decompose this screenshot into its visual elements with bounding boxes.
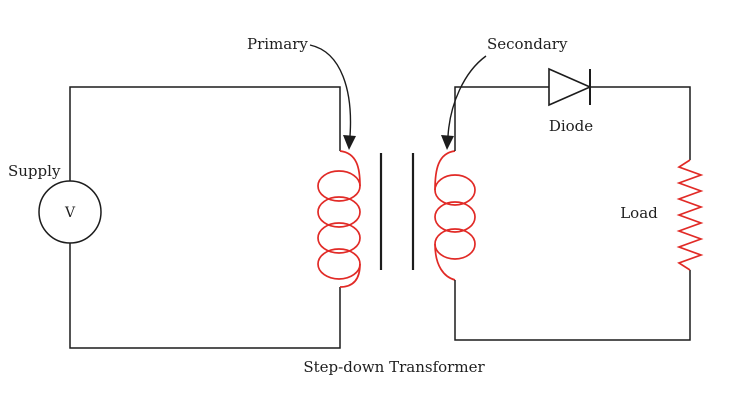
right-circuit-wire-bottom	[454, 270, 691, 341]
primary-arrow	[309, 44, 356, 150]
primary-arrow-line	[309, 44, 352, 137]
transformer-core	[379, 153, 415, 270]
primary-winding-lead-bottom	[339, 263, 361, 288]
left-circuit-wire-bottom	[69, 243, 341, 349]
right-circuit-wire-top-right	[591, 86, 691, 160]
secondary-turn	[434, 174, 476, 206]
secondary-label: Secondary	[487, 35, 568, 53]
primary-arrowhead-icon	[343, 135, 356, 150]
secondary-winding	[434, 150, 476, 281]
primary-turn	[317, 222, 361, 254]
voltage-symbol: V	[64, 205, 76, 221]
primary-winding-lead-top	[339, 150, 361, 187]
transformer-caption: Step-down Transformer	[303, 358, 485, 376]
right-circuit-wire-top-left	[454, 86, 549, 151]
primary-winding	[317, 150, 361, 288]
primary-label: Primary	[247, 35, 308, 53]
load-label: Load	[620, 204, 658, 222]
supply-label: Supply	[8, 162, 61, 180]
primary-turn	[317, 170, 361, 202]
secondary-winding-lead-bottom	[434, 243, 456, 281]
secondary-arrow-line	[447, 55, 487, 137]
secondary-winding-lead-top	[434, 150, 456, 191]
secondary-arrowhead-icon	[441, 135, 454, 150]
diode-label: Diode	[549, 117, 593, 135]
primary-turn	[317, 196, 361, 228]
load-resistor	[676, 159, 704, 271]
secondary-arrow	[441, 55, 487, 150]
diode-triangle	[548, 67, 592, 107]
diode-symbol	[548, 67, 592, 107]
left-circuit-wire-top	[69, 86, 341, 181]
secondary-turn	[434, 228, 476, 260]
secondary-turn	[434, 201, 476, 233]
